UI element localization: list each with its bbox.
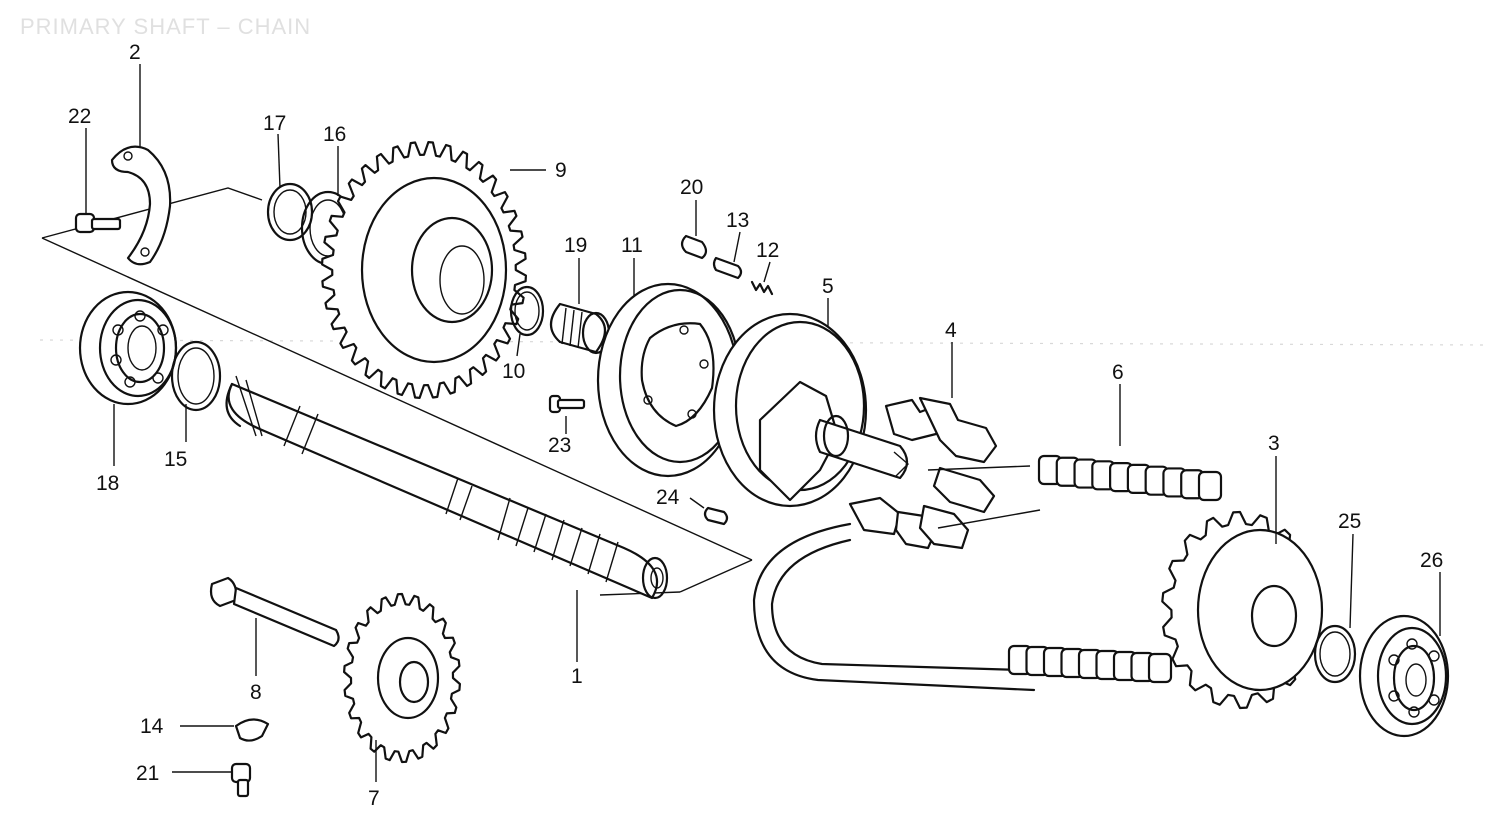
scan-artifact-line — [39, 339, 1491, 346]
callout-10: 10 — [502, 360, 525, 383]
callout-5: 5 — [822, 275, 834, 298]
callout-9: 9 — [555, 159, 567, 182]
chain-link — [1147, 652, 1173, 684]
callout-2: 2 — [129, 41, 141, 64]
part-23-pin[interactable] — [548, 394, 586, 414]
callout-23: 23 — [548, 434, 571, 457]
part-24-dowel[interactable] — [703, 506, 729, 526]
part-4-damper-rubbers[interactable] — [848, 396, 1041, 550]
part-13-pin[interactable] — [712, 256, 743, 280]
callout-labels: 2 22 17 16 9 20 13 12 19 11 10 5 4 6 3 2… — [68, 41, 1443, 810]
callout-7: 7 — [368, 787, 380, 810]
callout-4: 4 — [945, 319, 957, 342]
callout-17: 17 — [263, 112, 286, 135]
callout-1: 1 — [571, 665, 583, 688]
callout-3: 3 — [1268, 432, 1280, 455]
callout-11: 11 — [621, 234, 643, 257]
part-6-primary-chain[interactable] — [752, 454, 1223, 692]
callout-14: 14 — [140, 715, 164, 738]
callout-6: 6 — [1112, 361, 1124, 384]
callout-19: 19 — [564, 234, 587, 257]
part-25-snap-ring[interactable] — [1313, 624, 1357, 684]
callout-16: 16 — [323, 123, 346, 146]
part-18-ball-bearing[interactable] — [78, 290, 178, 406]
part-19-needle-bearing[interactable] — [549, 302, 611, 355]
part-5-damper-hub[interactable] — [712, 312, 910, 508]
part-2-set-plate[interactable] — [110, 145, 172, 266]
part-15-shim[interactable] — [170, 340, 222, 412]
part-10-collar[interactable] — [509, 285, 545, 337]
part-26-ball-bearing[interactable] — [1358, 614, 1450, 738]
part-22-bolt[interactable] — [74, 212, 122, 234]
part-12-spring[interactable] — [750, 280, 774, 296]
callout-24: 24 — [656, 486, 680, 509]
leader-lines — [85, 64, 1441, 782]
callout-21: 21 — [136, 762, 159, 785]
part-21-screw[interactable] — [230, 762, 252, 798]
callout-12: 12 — [756, 239, 779, 262]
callout-22: 22 — [68, 105, 91, 128]
callout-20: 20 — [680, 176, 703, 199]
part-9-large-sprocket[interactable] — [321, 141, 527, 399]
part-1-primary-shaft[interactable] — [225, 375, 669, 600]
callout-18: 18 — [96, 472, 119, 495]
part-20-roller[interactable] — [680, 234, 708, 260]
part-3-driven-sprocket[interactable] — [1161, 510, 1324, 710]
callout-13: 13 — [726, 209, 749, 232]
callout-25: 25 — [1338, 510, 1361, 533]
part-17-circlip[interactable] — [266, 182, 314, 242]
callout-8: 8 — [250, 681, 262, 704]
callout-26: 26 — [1420, 549, 1443, 572]
part-14-washer[interactable] — [234, 718, 270, 742]
diagram-title: PRIMARY SHAFT – CHAIN — [20, 14, 312, 39]
part-8-shaft[interactable] — [209, 576, 340, 648]
chain-link — [1197, 470, 1223, 502]
callout-15: 15 — [164, 448, 187, 471]
part-7-small-sprocket[interactable] — [343, 592, 461, 764]
